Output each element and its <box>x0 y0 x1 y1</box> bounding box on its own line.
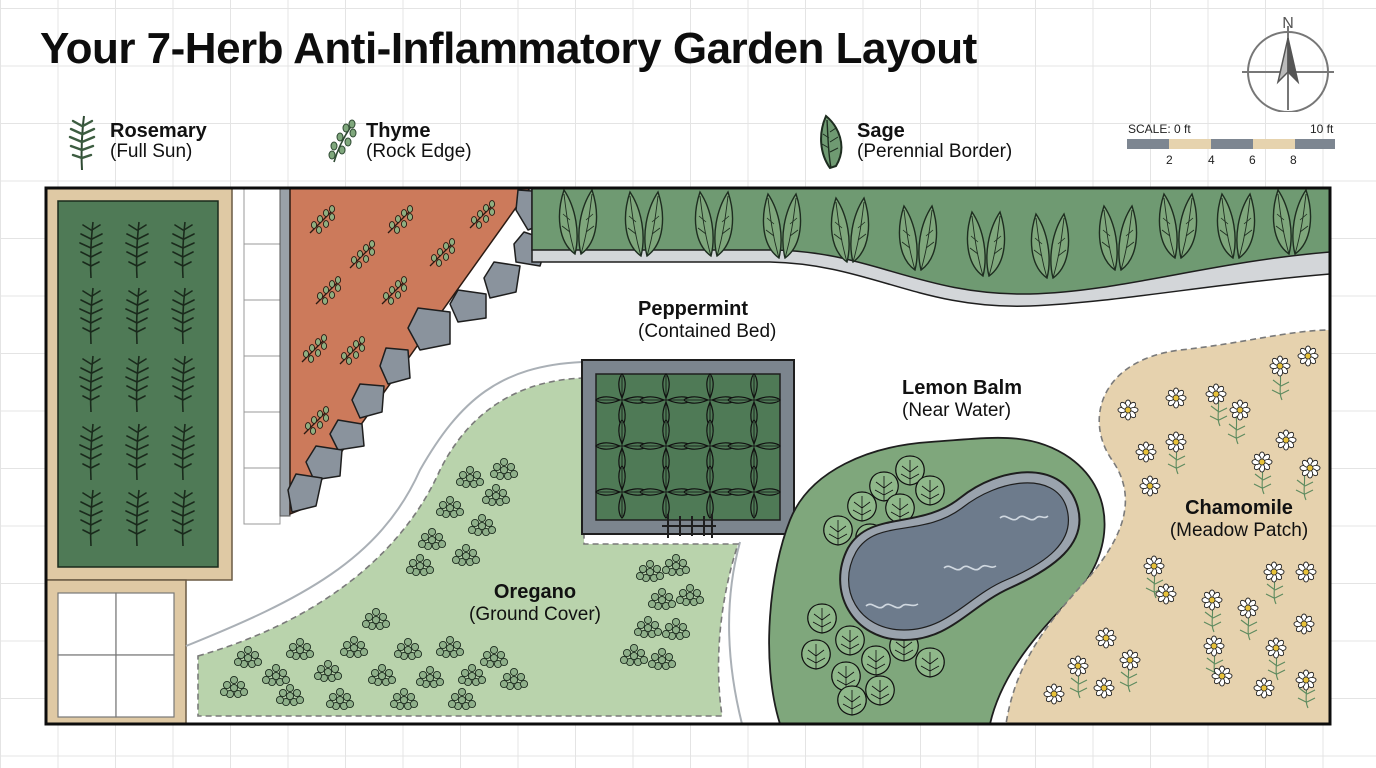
plot-border <box>44 186 1332 726</box>
stone-path <box>243 188 281 525</box>
bed-gate <box>662 514 716 538</box>
thyme-header-label: Thyme (Rock Edge) <box>366 120 472 163</box>
chamomile-name: Chamomile <box>1185 497 1293 519</box>
lemon-balm-label: Lemon Balm (Near Water) <box>902 377 1022 422</box>
scale-start-label: SCALE: 0 ft <box>1128 122 1191 136</box>
lemon-balm-note: (Near Water) <box>902 400 1012 421</box>
rosemary-note: (Full Sun) <box>110 141 193 162</box>
scale-tick-6: 6 <box>1249 153 1256 167</box>
scale-bar <box>1127 139 1335 149</box>
thyme-bed-edging <box>279 188 291 517</box>
peppermint-label: Peppermint (Contained Bed) <box>638 298 776 343</box>
sage-leaf-icon <box>820 114 843 170</box>
rosemary-name: Rosemary <box>110 120 207 142</box>
rosemary-sprig-icon <box>68 115 96 171</box>
walkway-edge-right <box>728 541 743 724</box>
page-title: Your 7-Herb Anti-Inflammatory Garden Lay… <box>40 24 977 73</box>
thyme-sprig-icon <box>328 119 357 163</box>
walkway-edge-left <box>185 361 583 647</box>
chamomile-note: (Meadow Patch) <box>1169 520 1309 541</box>
peppermint-name: Peppermint <box>638 298 749 320</box>
sage-header-label: Sage (Perennial Border) <box>857 120 1012 163</box>
peppermint-note: (Contained Bed) <box>638 321 777 342</box>
scale-tick-8: 8 <box>1290 153 1297 167</box>
oregano-label: Oregano (Ground Cover) <box>460 581 610 626</box>
sage-note: (Perennial Border) <box>857 141 1013 162</box>
scale-tick-4: 4 <box>1208 153 1215 167</box>
chamomile-label: Chamomile (Meadow Patch) <box>1158 497 1320 542</box>
paver-tiles <box>57 592 175 718</box>
scale-tick-2: 2 <box>1166 153 1173 167</box>
oregano-name: Oregano <box>493 581 577 603</box>
sage-name: Sage <box>857 120 905 142</box>
pond-ripples <box>865 515 1049 609</box>
thyme-note: (Rock Edge) <box>366 141 472 162</box>
thyme-name: Thyme <box>366 120 431 142</box>
scale-end-label: 10 ft <box>1310 122 1334 136</box>
compass-north-label: N <box>1282 15 1294 32</box>
rosemary-header-label: Rosemary (Full Sun) <box>110 120 207 163</box>
lemon-balm-name: Lemon Balm <box>902 377 1023 399</box>
oregano-note: (Ground Cover) <box>469 604 601 625</box>
compass-icon: N <box>1242 15 1334 112</box>
